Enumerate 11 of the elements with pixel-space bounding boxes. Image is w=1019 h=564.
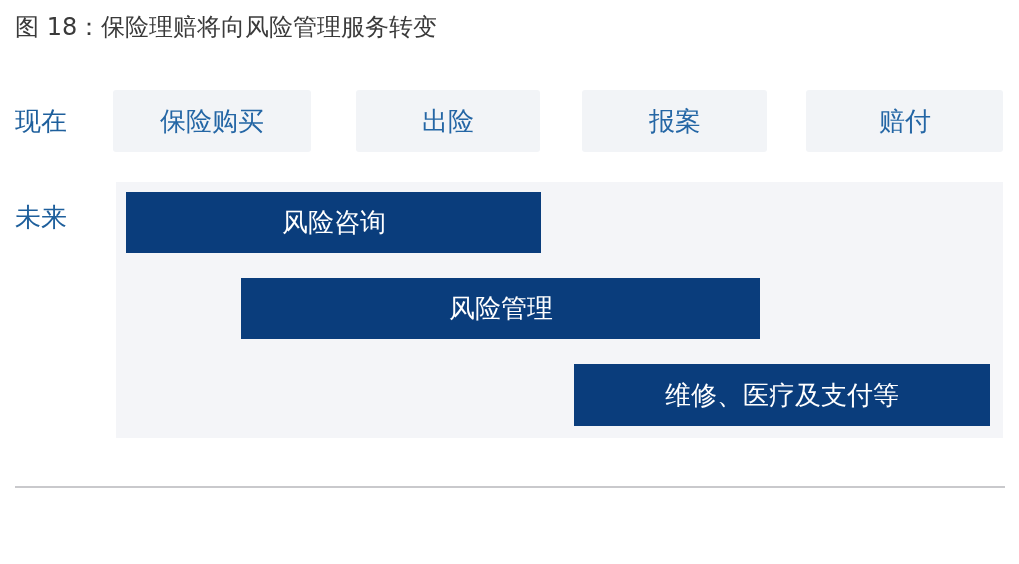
background-band [116,182,1003,438]
process-box: 出险 [356,90,540,152]
service-bar: 维修、医疗及支付等 [574,364,990,426]
chart-title: 图 18：保险理赔将向风险管理服务转变 [15,12,438,43]
row-label: 未来 [15,201,67,234]
service-bar: 风险管理 [241,278,760,339]
service-bar: 风险咨询 [126,192,541,253]
row-label: 现在 [15,105,67,138]
process-box: 保险购买 [113,90,311,152]
process-box: 报案 [582,90,767,152]
process-box: 赔付 [806,90,1003,152]
